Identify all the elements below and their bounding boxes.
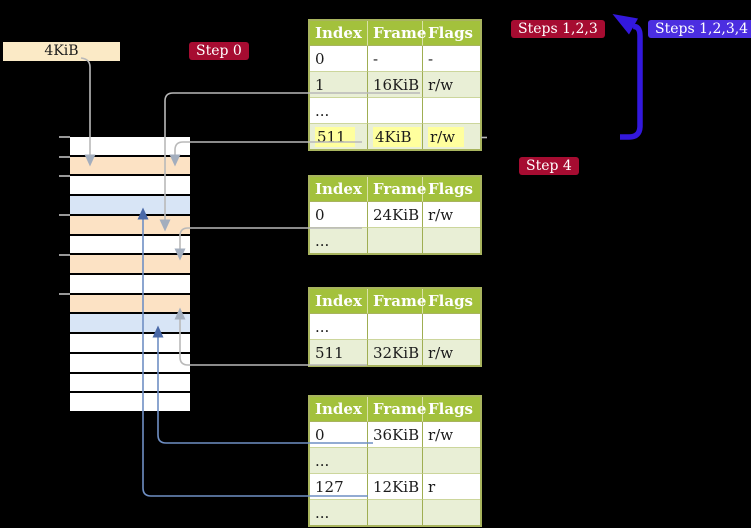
memory-column (70, 137, 190, 412)
cell-flags: r/w (422, 71, 480, 97)
memory-row-3-blue (70, 196, 190, 214)
table-header-row: Index Frame Flags (310, 289, 480, 314)
memory-tick (59, 136, 70, 138)
cell-index: 127 (310, 473, 367, 499)
col-header-flags: Flags (422, 177, 480, 202)
frame-size-label: 4KiB (3, 42, 120, 61)
cell-frame: 4KiB (367, 123, 422, 149)
memory-row-8-orange (70, 294, 190, 313)
cell-flags: r/w (422, 339, 480, 365)
cell-frame (367, 97, 422, 123)
memory-row-0-white (70, 137, 190, 155)
badge-steps123: Steps 1,2,3 (511, 20, 605, 38)
memory-tick (59, 254, 70, 256)
cell-frame (367, 227, 422, 253)
memory-row-2-white (70, 176, 190, 195)
cell-frame (367, 447, 422, 473)
cell-flags: r/w (422, 123, 480, 149)
memory-row-1-orange (70, 156, 190, 175)
table-header-row: Index Frame Flags (310, 21, 480, 46)
memory-row-6-orange (70, 255, 190, 274)
table-row: 0 - - (310, 46, 480, 71)
table-header-row: Index Frame Flags (310, 397, 480, 422)
memory-row-7-white (70, 275, 190, 293)
col-header-flags: Flags (422, 21, 480, 46)
col-header-frame: Frame (367, 289, 426, 314)
cell-frame: 24KiB (367, 202, 422, 227)
arrowhead-upleft-icon (612, 14, 638, 35)
memory-row-4-orange (70, 215, 190, 234)
page-table-1: Index Frame Flags 0 - - 1 16KiB r/w ... … (308, 19, 482, 151)
cell-index: 1 (310, 71, 367, 97)
table-row: ... (310, 314, 480, 339)
col-header-frame: Frame (367, 397, 426, 422)
table-row: ... (310, 97, 480, 123)
col-header-index: Index (310, 177, 367, 202)
table-row: ... (310, 499, 480, 525)
memory-tick (59, 175, 70, 177)
table-row: 127 12KiB r (310, 473, 480, 499)
cell-index: 0 (310, 202, 367, 227)
cell-flags (422, 447, 480, 473)
page-table-3: Index Frame Flags ... 511 32KiB r/w (308, 287, 482, 367)
cell-flags: r (422, 473, 480, 499)
badge-step4: Step 4 (519, 157, 579, 175)
cell-frame (367, 499, 422, 525)
cell-flags (422, 227, 480, 253)
cell-index: ... (310, 499, 367, 525)
cell-frame (367, 314, 422, 339)
cell-index: 511 (310, 339, 367, 365)
col-header-index: Index (310, 21, 367, 46)
cell-flags (422, 314, 480, 339)
table-header-row: Index Frame Flags (310, 177, 480, 202)
memory-row-9-blue (70, 314, 190, 333)
cell-flags (422, 499, 480, 525)
col-header-index: Index (310, 289, 367, 314)
col-header-frame: Frame (367, 21, 426, 46)
cell-index: ... (310, 227, 367, 253)
table-row: ... (310, 227, 480, 253)
memory-row-12-white (70, 373, 190, 392)
cell-flags: r/w (422, 422, 480, 447)
highlight-text: 4KiB (373, 126, 421, 147)
cell-flags (422, 97, 480, 123)
col-header-flags: Flags (422, 397, 480, 422)
table-row-highlighted: 511 4KiB r/w (310, 123, 480, 149)
arrow-loop-steps (620, 23, 643, 140)
table-row: 0 36KiB r/w (310, 422, 480, 447)
memory-tick (59, 156, 70, 158)
cell-frame: - (367, 46, 422, 71)
col-header-index: Index (310, 397, 367, 422)
highlight-text: r/w (428, 126, 465, 147)
badge-steps1234: Steps 1,2,3,4 (648, 20, 751, 38)
memory-row-13-white (70, 393, 190, 412)
memory-tick (59, 214, 70, 216)
memory-row-5-white (70, 235, 190, 254)
table-row: 1 16KiB r/w (310, 71, 480, 97)
memory-row-10-white (70, 334, 190, 352)
cell-flags: - (422, 46, 480, 71)
col-header-frame: Frame (367, 177, 426, 202)
col-header-flags: Flags (422, 289, 480, 314)
cell-index: ... (310, 314, 367, 339)
page-table-4: Index Frame Flags 0 36KiB r/w ... 127 12… (308, 395, 482, 527)
page-table-2: Index Frame Flags 0 24KiB r/w ... (308, 175, 482, 255)
table-row: ... (310, 447, 480, 473)
table-row: 0 24KiB r/w (310, 202, 480, 227)
table-row: 511 32KiB r/w (310, 339, 480, 365)
highlight-text: 511 (315, 126, 355, 147)
cell-frame: 12KiB (367, 473, 422, 499)
cell-frame: 32KiB (367, 339, 422, 365)
badge-step0: Step 0 (189, 42, 249, 60)
cell-frame: 16KiB (367, 71, 422, 97)
cell-index: ... (310, 447, 367, 473)
memory-row-11-white (70, 353, 190, 372)
cell-index: ... (310, 97, 367, 123)
cell-index: 0 (310, 46, 367, 71)
cell-frame: 36KiB (367, 422, 422, 447)
cell-index: 511 (310, 123, 367, 149)
cell-index: 0 (310, 422, 367, 447)
memory-tick (59, 293, 70, 295)
cell-flags: r/w (422, 202, 480, 227)
